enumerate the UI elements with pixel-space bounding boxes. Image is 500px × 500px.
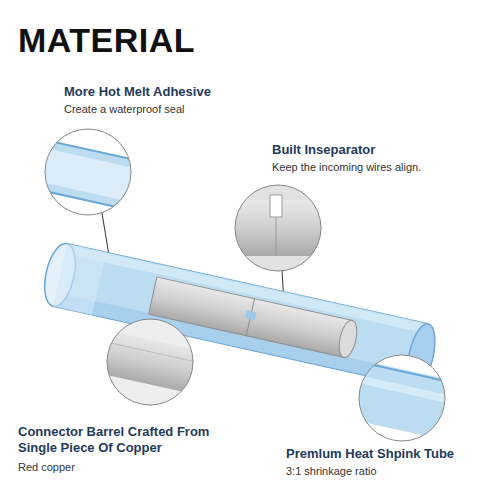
feature-note: Red copper (18, 461, 75, 474)
feature-note: Create a waterproof seal (64, 103, 184, 116)
feature-heading: More Hot Melt Adhesive (64, 84, 211, 100)
feature-note: Keep the incoming wires align. (272, 161, 421, 174)
feature-heading: Premlum Heat Shpink Tube (286, 446, 454, 462)
magnifier-tube (335, 350, 475, 450)
feature-heading: Built Inseparator (272, 142, 375, 158)
magnifier-adhesive (25, 120, 153, 230)
magnifier-inseparator (230, 180, 330, 280)
title: MATERIAL (18, 20, 195, 61)
magnifier-barrel (87, 310, 223, 420)
feature-heading: Connector Barrel Crafted From Single Pie… (18, 424, 233, 455)
feature-note: 3:1 shrinkage ratio (286, 465, 377, 478)
